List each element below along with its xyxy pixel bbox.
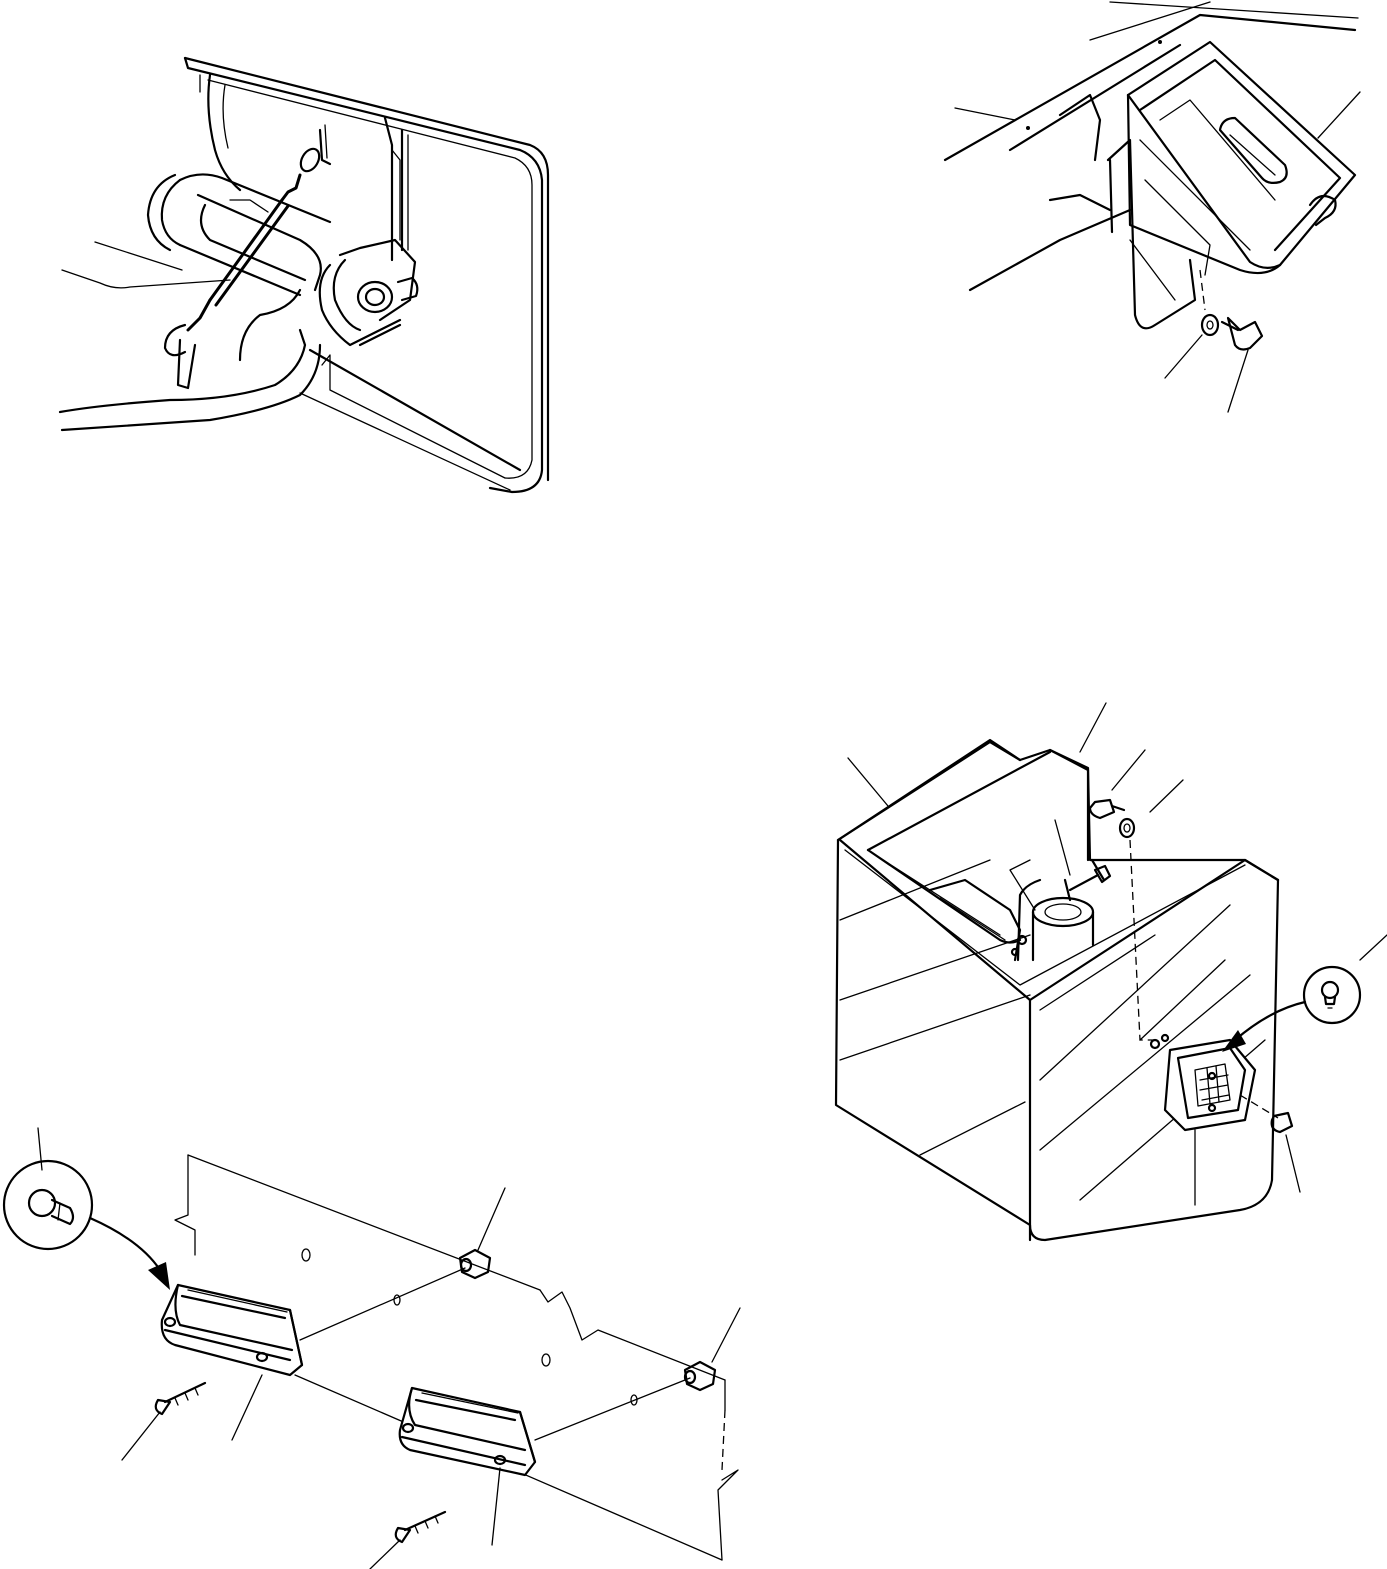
- figure-rear-lamp-housing: [834, 702, 1387, 1242]
- arrow-icon: [88, 1216, 170, 1290]
- bulb-callout: [1302, 965, 1362, 1025]
- figure-side-lamps: [2, 1127, 741, 1569]
- bulb-callout: [2, 1159, 94, 1251]
- figure-pin-lock-cable: [58, 56, 550, 494]
- bulb-icon: [27, 1188, 75, 1226]
- bulb-icon: [1320, 980, 1340, 1009]
- arrow-icon: [1222, 1000, 1307, 1052]
- figure-bracket-mount: [943, 1, 1361, 413]
